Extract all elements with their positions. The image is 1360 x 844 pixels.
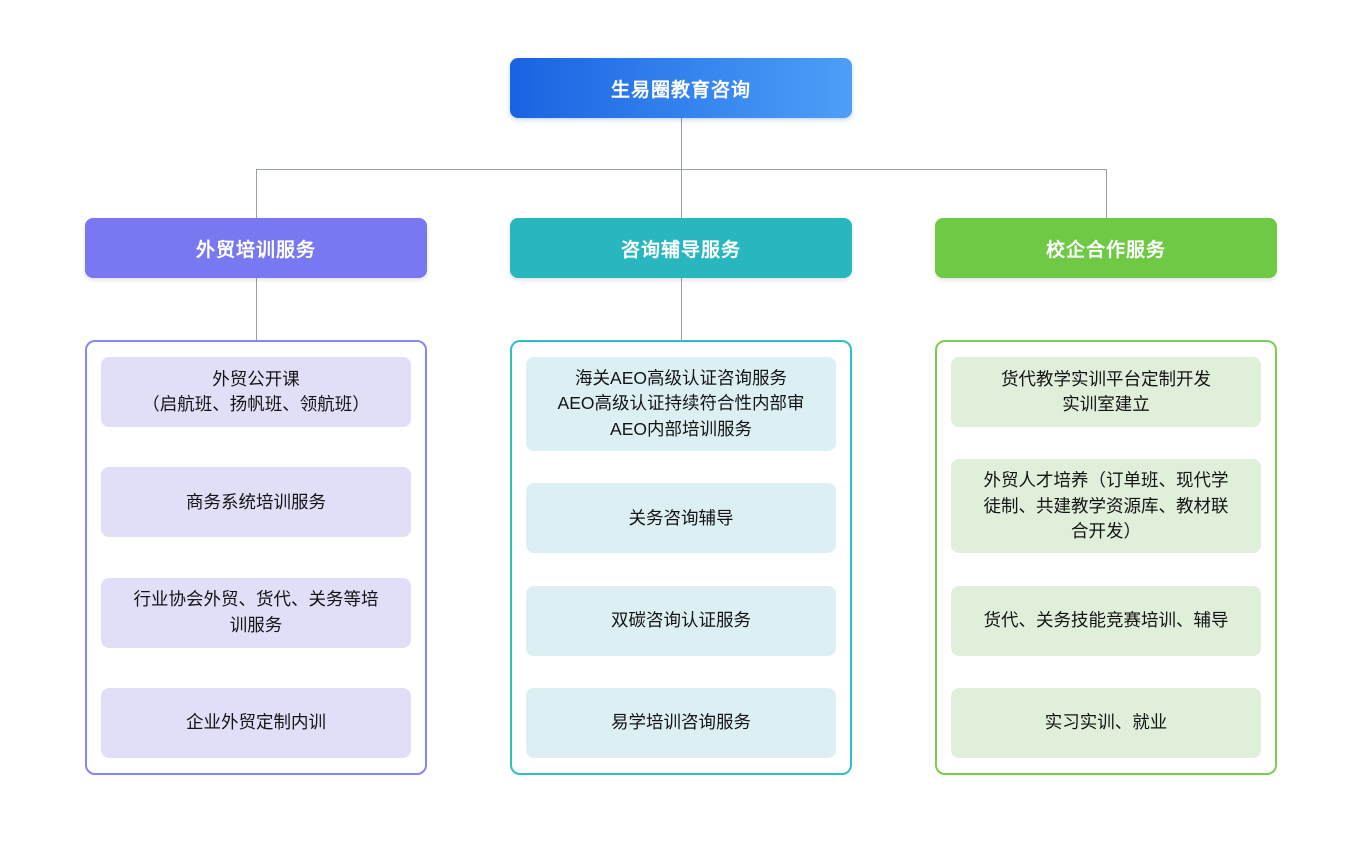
connector-drop-left	[256, 169, 257, 218]
branch-container-consulting-coaching: 海关AEO高级认证咨询服务 AEO高级认证持续符合性内部审 AEO内部培训服务 …	[510, 340, 852, 775]
branch-header-label: 外贸培训服务	[195, 239, 316, 261]
branch-header-school-enterprise: 校企合作服务	[935, 218, 1277, 278]
connector-root-stem	[681, 118, 682, 169]
service-item: 货代教学实训平台定制开发 实训室建立	[951, 357, 1261, 427]
branch-container-school-enterprise: 货代教学实训平台定制开发 实训室建立 外贸人才培养（订单班、现代学徒制、共建教学…	[935, 340, 1277, 775]
service-item: 实习实训、就业	[951, 687, 1261, 758]
branch-container-foreign-trade-training: 外贸公开课 （启航班、扬帆班、领航班） 商务系统培训服务 行业协会外贸、货代、关…	[85, 340, 427, 775]
service-item: 货代、关务技能竞赛培训、辅导	[951, 585, 1261, 656]
branch-header-label: 咨询辅导服务	[620, 239, 741, 261]
service-item: 商务系统培训服务	[101, 467, 411, 538]
service-item: 外贸公开课 （启航班、扬帆班、领航班）	[101, 357, 411, 427]
branch-header-label: 校企合作服务	[1045, 239, 1166, 261]
connector-drop-right	[1106, 169, 1107, 218]
service-item: 关务咨询辅导	[526, 483, 836, 554]
branch-header-foreign-trade-training: 外贸培训服务	[85, 218, 427, 278]
root-node-label: 生易圈教育咨询	[610, 79, 751, 101]
service-item: 外贸人才培养（订单班、现代学徒制、共建教学资源库、教材联合开发）	[951, 459, 1261, 554]
connector-middle-header-stem	[681, 278, 682, 340]
service-item: 易学培训咨询服务	[526, 687, 836, 758]
service-item: 双碳咨询认证服务	[526, 585, 836, 656]
connector-left-header-stem	[256, 278, 257, 340]
connector-drop-middle	[681, 169, 682, 218]
root-node: 生易圈教育咨询	[510, 58, 852, 118]
service-item: 海关AEO高级认证咨询服务 AEO高级认证持续符合性内部审 AEO内部培训服务	[526, 357, 836, 452]
service-item: 企业外贸定制内训	[101, 687, 411, 758]
branch-header-consulting-coaching: 咨询辅导服务	[510, 218, 852, 278]
service-item: 行业协会外贸、货代、关务等培训服务	[101, 577, 411, 648]
